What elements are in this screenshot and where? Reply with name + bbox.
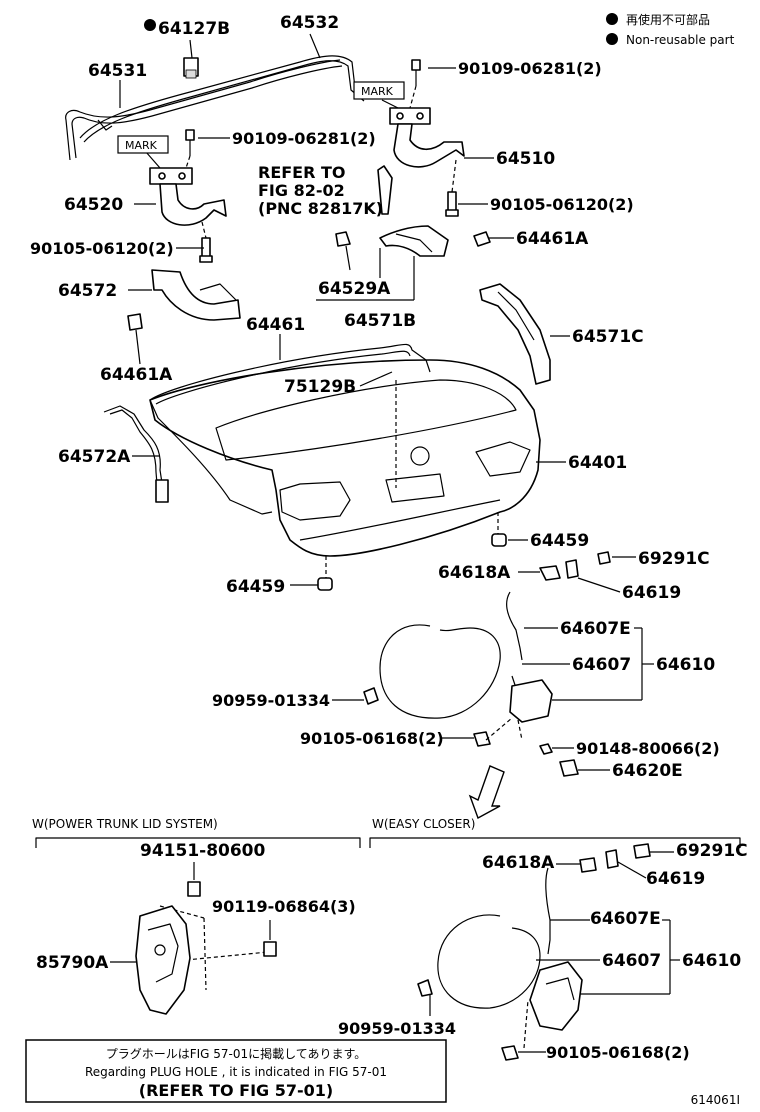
clip-64127b <box>183 57 199 79</box>
label-64571c: 64571C <box>572 327 644 347</box>
label-90119-06864: 90119-06864(3) <box>212 897 356 916</box>
refer-pnc-label: (PNC 82817K) <box>258 199 383 218</box>
non-reusable-dot-icon <box>144 19 156 31</box>
label-64619: 64619 <box>622 583 681 603</box>
legend-jp: 再使用不可部品 <box>626 12 710 27</box>
section-title-easy: W(EASY CLOSER) <box>372 817 475 831</box>
label-64607e-easy: 64607E <box>590 909 661 929</box>
label-64532: 64532 <box>280 13 339 33</box>
lock-cable-assembly <box>363 551 611 777</box>
label-64401: 64401 <box>568 453 627 473</box>
trunk-lid-64401 <box>149 359 541 557</box>
view-arrow-icon <box>468 765 505 820</box>
cable-64572a <box>103 405 169 503</box>
hinge-cover-64571c <box>479 283 551 385</box>
label-64461: 64461 <box>246 315 305 335</box>
bracket-82817k <box>377 165 393 215</box>
refer-to-label: REFER TO <box>258 163 346 182</box>
label-64607e: 64607E <box>560 619 631 639</box>
label-64618a-easy: 64618A <box>482 853 555 873</box>
label-64461a-top: 64461A <box>516 229 589 249</box>
note-box <box>25 1039 447 1103</box>
latch-easy-closer <box>529 961 583 1031</box>
label-64531: 64531 <box>88 61 147 81</box>
label-90105-06168: 90105-06168(2) <box>300 729 444 748</box>
motor-85790a <box>135 905 191 1015</box>
label-64610-easy: 64610 <box>682 951 741 971</box>
note-jp: プラグホールはFIG 57-01に掲載してあります。 <box>106 1046 367 1061</box>
label-90109-06281-left: 90109-06281(2) <box>232 129 376 148</box>
weatherstrip-64461 <box>149 343 431 515</box>
label-64461a-left: 64461A <box>100 365 173 385</box>
legend-en: Non-reusable part <box>626 33 735 47</box>
label-64529a: 64529A <box>318 279 391 299</box>
label-69291c-easy: 69291C <box>676 841 748 861</box>
label-75129b: 75129B <box>284 377 356 397</box>
hinge-cover-64572 <box>151 269 241 321</box>
mark-label: MARK <box>361 85 394 98</box>
label-64459-right: 64459 <box>530 531 589 551</box>
legend: 再使用不可部品 Non-reusable part <box>606 12 735 47</box>
label-64572a: 64572A <box>58 447 131 467</box>
label-90105-06168-easy: 90105-06168(2) <box>546 1043 690 1062</box>
label-69291c: 69291C <box>638 549 710 569</box>
label-64620e: 64620E <box>612 761 683 781</box>
part-labels: 64127B 64532 64531 90109-06281(2) 64510 … <box>30 13 720 781</box>
label-64618a: 64618A <box>438 563 511 583</box>
label-90105-06120-right: 90105-06120(2) <box>490 195 634 214</box>
label-94151-80600: 94151-80600 <box>140 841 266 861</box>
label-90105-06120-left: 90105-06120(2) <box>30 239 174 258</box>
label-90959-01334-easy: 90959-01334 <box>338 1019 456 1038</box>
non-reusable-dot-icon <box>606 33 618 45</box>
label-64520: 64520 <box>64 195 123 215</box>
mark-labels: MARK MARK <box>117 81 405 154</box>
hinge-cover-64571b <box>379 225 449 257</box>
label-85790a: 85790A <box>36 953 109 973</box>
label-64610: 64610 <box>656 655 715 675</box>
hinge-left-64520 <box>149 167 227 226</box>
section-power-trunk: W(POWER TRUNK LID SYSTEM) 94151-80600 90… <box>32 817 361 1015</box>
section-title-power: W(POWER TRUNK LID SYSTEM) <box>32 817 218 831</box>
hinge-right-64510 <box>389 107 465 168</box>
label-64572: 64572 <box>58 281 117 301</box>
section-easy-closer: W(EASY CLOSER) 64618A 69291C 64619 64607… <box>338 817 748 1062</box>
note-en: Regarding PLUG HOLE , it is indicated in… <box>85 1065 387 1079</box>
label-64127b: 64127B <box>158 19 230 39</box>
leader-lines <box>119 33 654 771</box>
label-64607: 64607 <box>572 655 631 675</box>
figure-code: 614061I <box>691 1093 740 1107</box>
label-90959-01334: 90959-01334 <box>212 691 330 710</box>
label-64510: 64510 <box>496 149 555 169</box>
note-refer: (REFER TO FIG 57-01) <box>139 1081 333 1100</box>
refer-fig-label: FIG 82-02 <box>258 181 345 200</box>
label-64607-easy: 64607 <box>602 951 661 971</box>
label-90109-06281-top: 90109-06281(2) <box>458 59 602 78</box>
mark-label: MARK <box>125 139 158 152</box>
label-90148-80066: 90148-80066(2) <box>576 739 720 758</box>
torsion-bars <box>65 55 369 161</box>
plug-hole-note: プラグホールはFIG 57-01に掲載してあります。 Regarding PLU… <box>25 1039 447 1103</box>
label-64619-easy: 64619 <box>646 869 705 889</box>
non-reusable-dot-icon <box>606 13 618 25</box>
label-64571b: 64571B <box>344 311 416 331</box>
bumper-64459 <box>317 533 507 591</box>
label-64459-left: 64459 <box>226 577 285 597</box>
